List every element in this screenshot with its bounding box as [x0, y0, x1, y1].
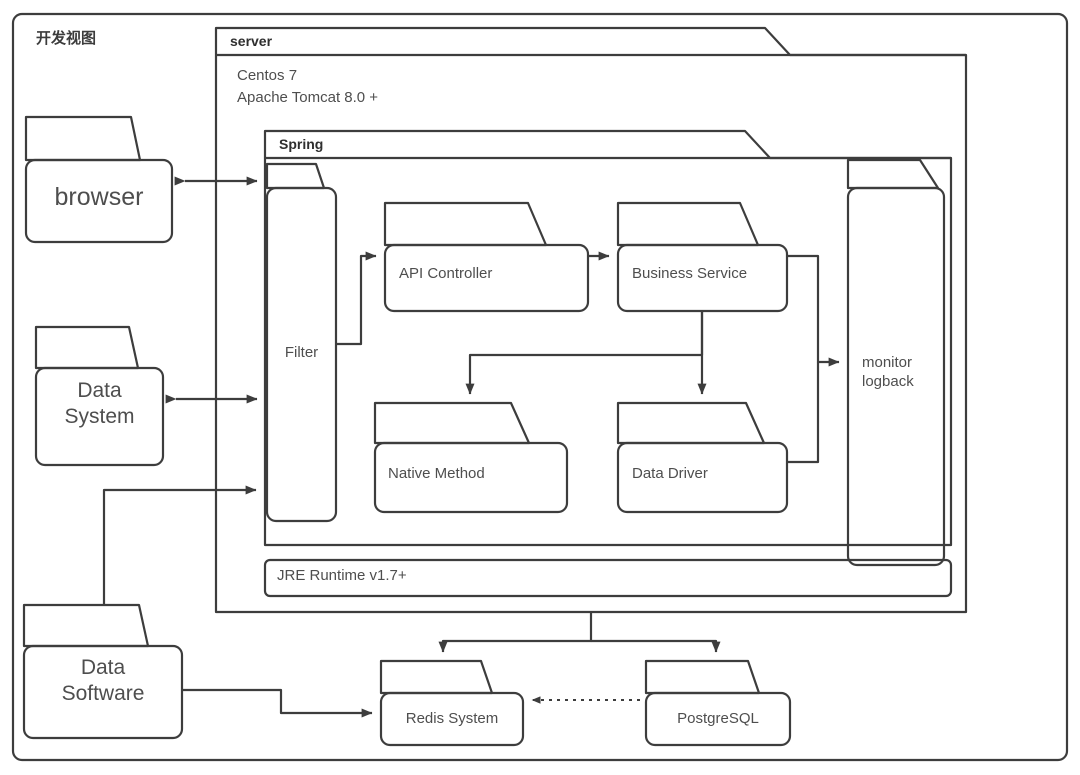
data-system-folder-body [34, 366, 165, 467]
connector-server-to-databases [438, 612, 593, 653]
server-package-tab [214, 26, 968, 614]
business-service-folder-body [616, 243, 789, 313]
api-controller-folder-tab [383, 201, 548, 247]
browser-folder-body [24, 158, 174, 244]
filter-folder-tab [265, 162, 326, 190]
redis-folder-body [379, 691, 525, 747]
data-driver-folder-tab [616, 401, 766, 445]
native-method-folder-tab [373, 401, 531, 445]
connector-datasoftware-to-redis [182, 688, 373, 718]
native-method-folder-body [373, 441, 569, 514]
postgres-folder-body [644, 691, 792, 747]
connector-filter-to-api [336, 251, 377, 346]
postgres-folder-tab [644, 659, 761, 695]
data-driver-folder-body [616, 441, 789, 514]
monitor-folder-body [846, 186, 946, 567]
redis-folder-tab [379, 659, 494, 695]
browser-folder-tab [24, 115, 142, 162]
jre-runtime-band [263, 558, 953, 598]
connector-datasoftware-to-filter [102, 485, 257, 605]
data-system-folder-tab [34, 325, 140, 370]
data-software-folder-body [22, 644, 184, 740]
connector-business-to-monitor [787, 254, 840, 367]
connector-business-to-native [465, 311, 704, 395]
connector-datadriver-to-monitor [787, 362, 820, 464]
connector-server-to-postgres [591, 639, 721, 653]
outer-frame [11, 12, 1069, 762]
monitor-folder-tab [846, 158, 940, 190]
api-controller-folder-body [383, 243, 590, 313]
business-service-folder-tab [616, 201, 760, 247]
filter-folder-body [265, 186, 338, 523]
data-software-folder-tab [22, 603, 150, 648]
